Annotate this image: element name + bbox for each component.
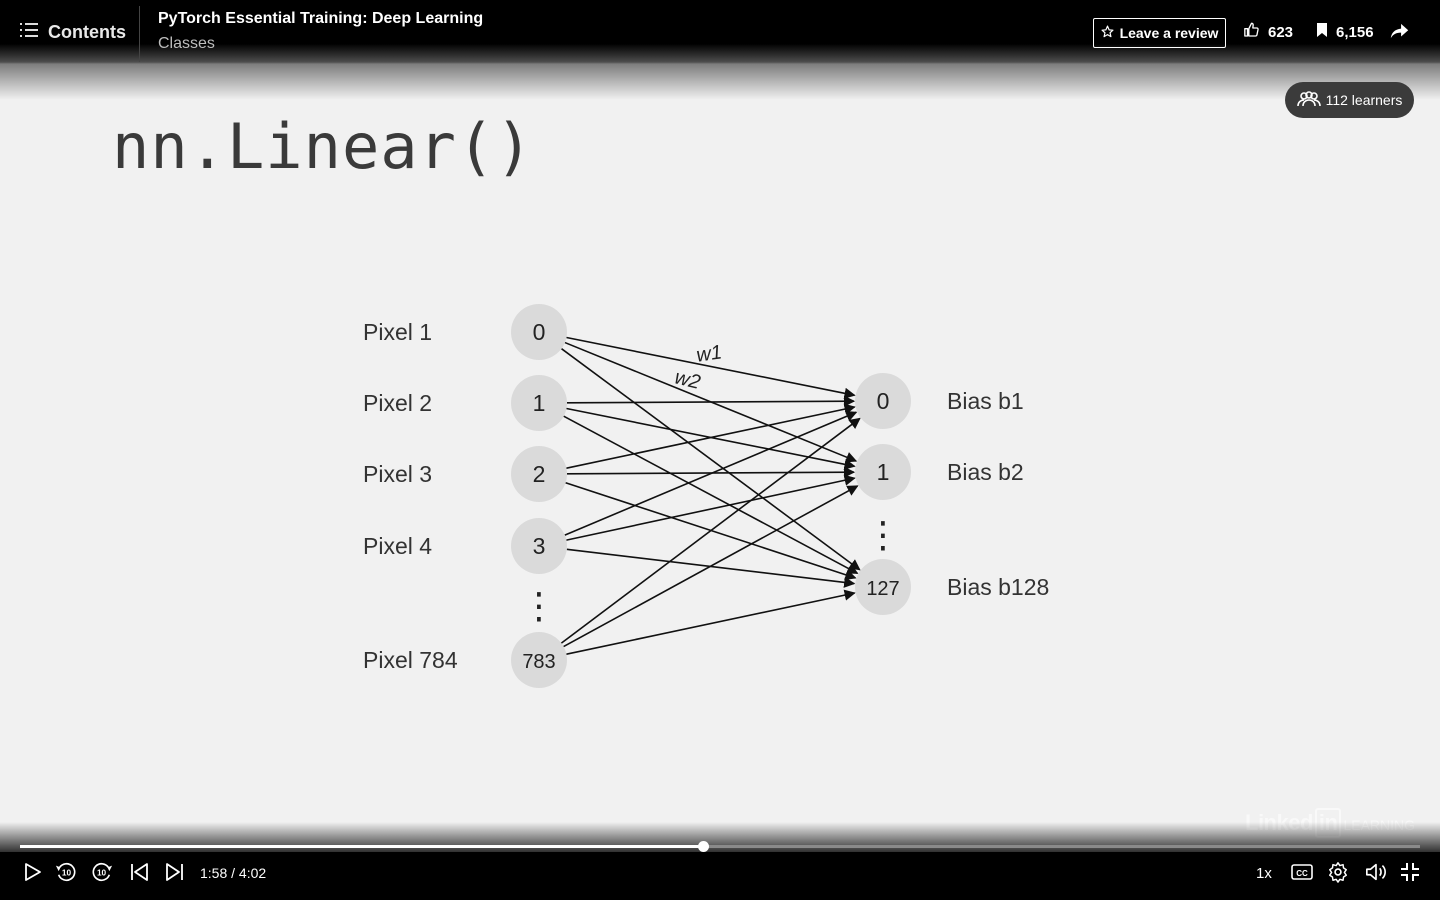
weight-edge (560, 417, 861, 644)
output-node (855, 373, 911, 429)
output-bias-label: Bias b128 (947, 574, 1049, 600)
settings-button[interactable] (1326, 861, 1350, 888)
input-pixel-label: Pixel 2 (363, 390, 432, 416)
play-icon (22, 862, 42, 887)
weight-label: w1 (695, 341, 723, 366)
weight-edge (566, 395, 856, 407)
output-node-value: 0 (877, 388, 890, 414)
bookmark-icon (1316, 22, 1328, 42)
network-nodes (511, 304, 911, 688)
controls-gradient (0, 822, 1440, 854)
output-node (855, 559, 911, 615)
rewind-10-button[interactable]: 10 (54, 862, 78, 886)
input-node (511, 446, 567, 502)
weight-label: w2 (672, 366, 702, 394)
input-pixel-label: Pixel 784 (363, 647, 458, 673)
leave-review-button[interactable]: Leave a review (1093, 18, 1226, 48)
star-icon (1101, 25, 1114, 41)
weight-edge (563, 485, 859, 648)
previous-video-button[interactable] (127, 862, 151, 886)
input-pixel-label: Pixel 3 (363, 461, 432, 487)
closed-captions-icon: CC (1291, 863, 1313, 886)
next-icon (165, 862, 185, 887)
volume-icon (1365, 862, 1387, 887)
ellipsis: ⋮ (865, 514, 901, 555)
playback-speed-button[interactable]: 1x (1256, 865, 1272, 882)
input-node-value: 0 (533, 319, 546, 345)
ellipsis: ⋮ (521, 585, 557, 626)
forward-10-button[interactable]: 10 (90, 862, 114, 886)
contents-button[interactable]: Contents (14, 14, 132, 50)
input-pixel-label: Pixel 1 (363, 319, 432, 345)
contents-label: Contents (48, 21, 126, 42)
input-node-value: 783 (522, 651, 555, 673)
weight-edge (566, 589, 856, 655)
save-button[interactable]: 6,156 (1316, 22, 1374, 42)
closed-captions-button[interactable]: CC (1290, 862, 1314, 886)
weight-edge (566, 474, 856, 541)
input-node-value: 3 (533, 533, 546, 559)
input-node-value: 1 (533, 390, 546, 416)
like-count: 623 (1268, 23, 1294, 41)
svg-text:CC: CC (1296, 869, 1308, 878)
weight-edge (561, 348, 861, 571)
weight-connections (560, 336, 861, 655)
input-node (511, 304, 567, 360)
time-display: 1:58 / 4:02 (200, 865, 267, 881)
input-node (511, 518, 567, 574)
settings-gear-icon (1327, 861, 1349, 888)
exit-fullscreen-icon (1400, 862, 1420, 887)
play-button[interactable] (20, 862, 44, 886)
weight-edge (566, 403, 856, 469)
weight-edge (564, 411, 858, 536)
svg-text:10: 10 (62, 868, 72, 877)
share-button[interactable] (1390, 22, 1409, 45)
previous-icon (129, 862, 149, 887)
volume-button[interactable] (1364, 862, 1388, 886)
slide-title: nn.Linear() (112, 110, 534, 183)
output-bias-label: Bias b2 (947, 459, 1024, 485)
like-button[interactable]: 623 (1243, 22, 1293, 42)
player-controls-bar (0, 852, 1440, 900)
learners-group-icon (1296, 90, 1321, 110)
chapter-title: Classes (158, 35, 215, 52)
svg-text:10: 10 (97, 868, 107, 877)
progress-fill (20, 845, 703, 848)
share-icon (1390, 23, 1409, 44)
save-count: 6,156 (1336, 23, 1374, 41)
thumbs-up-icon (1243, 22, 1260, 42)
course-title[interactable]: PyTorch Essential Training: Deep Learnin… (158, 10, 484, 27)
forward-10-icon: 10 (91, 861, 113, 888)
weight-edge (563, 415, 859, 575)
input-pixel-label: Pixel 4 (363, 533, 432, 559)
progress-scrubber-handle[interactable] (697, 841, 709, 852)
learners-count: 112 learners (1325, 92, 1403, 108)
top-bar (0, 0, 1440, 64)
next-video-button[interactable] (163, 862, 187, 886)
review-label: Leave a review (1119, 25, 1219, 41)
header-divider (139, 6, 140, 62)
output-node-value: 127 (866, 578, 899, 600)
contents-list-icon (20, 22, 38, 43)
output-bias-label: Bias b1 (947, 388, 1024, 414)
exit-fullscreen-button[interactable] (1398, 862, 1422, 886)
learners-badge[interactable]: 112 learners (1285, 82, 1414, 118)
rewind-10-icon: 10 (55, 861, 77, 888)
weight-edge (566, 336, 856, 399)
input-node-value: 2 (533, 461, 546, 487)
input-node (511, 375, 567, 431)
progress-bar[interactable] (20, 841, 1420, 852)
input-node (511, 632, 567, 688)
output-node-value: 1 (877, 459, 890, 485)
output-node (855, 444, 911, 500)
